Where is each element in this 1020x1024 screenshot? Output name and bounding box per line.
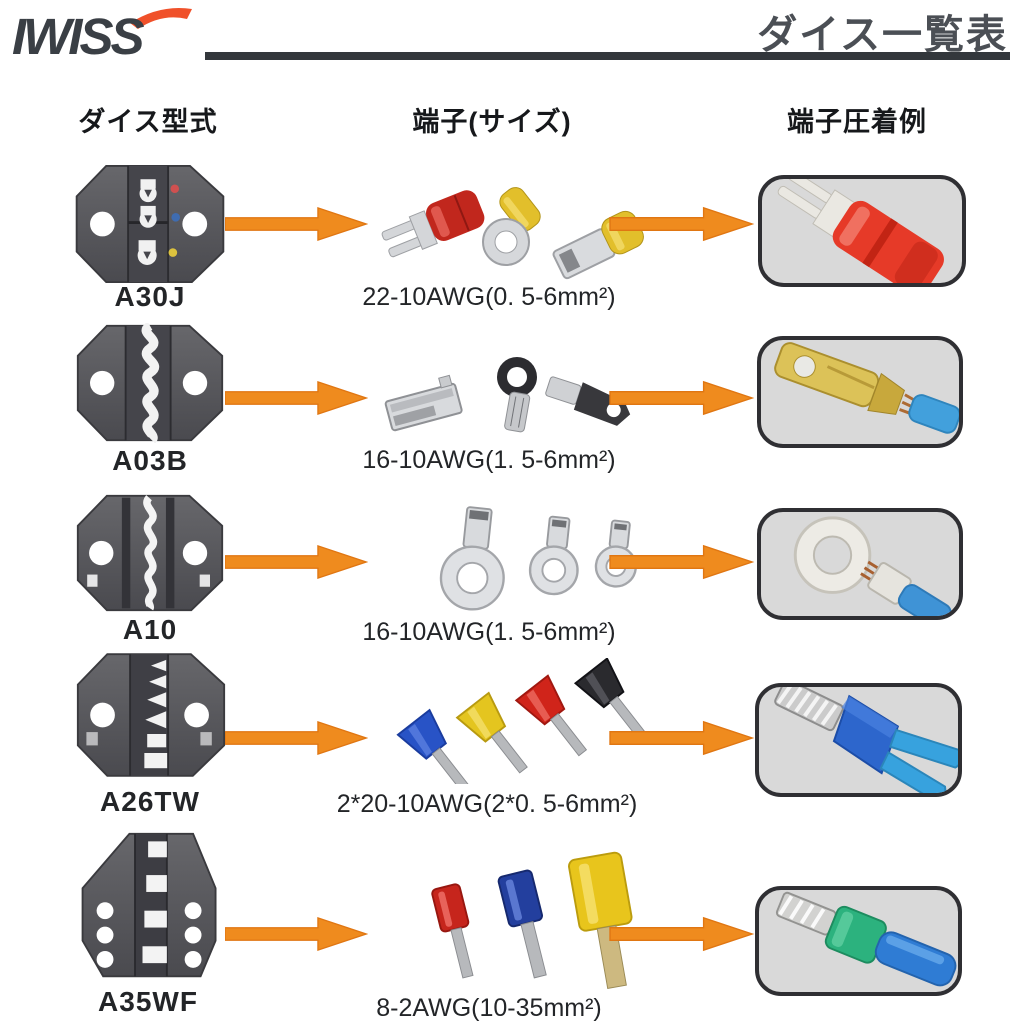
terminal-image-row2 <box>384 357 631 433</box>
example-image-row1 <box>777 179 944 283</box>
die-image-a10 <box>76 494 224 612</box>
terminal-image-row4 <box>396 658 647 784</box>
size-label: 16-10AWG(1. 5-6mm²) <box>362 618 616 646</box>
arrow-icon <box>609 916 755 952</box>
arrow-icon <box>225 916 368 952</box>
example-image-row4 <box>774 687 958 793</box>
size-label: 16-10AWG(1. 5-6mm²) <box>362 446 616 474</box>
die-label: A30J <box>114 281 186 312</box>
arrow-icon <box>225 720 368 756</box>
example-box <box>755 886 962 996</box>
column-header-crimp-example: 端子圧着例 <box>787 107 927 137</box>
die-label: A03B <box>112 445 188 476</box>
arrow-icon <box>609 720 755 756</box>
iwiss-logo: IWISS <box>12 7 192 65</box>
terminal-image-row3 <box>439 506 638 611</box>
size-label: 22-10AWG(0. 5-6mm²) <box>362 283 616 311</box>
example-image-row5 <box>775 891 957 987</box>
header-rule <box>205 52 1010 60</box>
die-image-a26tw <box>76 653 226 777</box>
terminal-image-row5 <box>431 851 633 989</box>
die-label: A35WF <box>98 986 198 1017</box>
die-image-a03b <box>76 323 224 443</box>
die-image-a30j <box>75 164 225 284</box>
arrow-icon <box>609 380 755 416</box>
arrow-icon <box>609 206 755 242</box>
arrow-icon <box>225 206 368 242</box>
example-image-row3 <box>793 516 952 616</box>
size-label: 8-2AWG(10-35mm²) <box>376 994 602 1022</box>
example-box <box>758 175 966 287</box>
example-box <box>755 683 962 797</box>
die-image-a35wf <box>81 832 217 978</box>
page-title: ダイス一覧表 <box>757 13 1008 57</box>
arrow-icon <box>225 380 368 416</box>
size-label: 2*20-10AWG(2*0. 5-6mm²) <box>336 790 638 818</box>
example-box <box>757 336 963 448</box>
logo-swoosh-icon <box>130 7 192 30</box>
die-label: A10 <box>122 614 178 645</box>
example-image-row2 <box>774 342 959 434</box>
column-header-die-type: ダイス型式 <box>78 107 218 137</box>
arrow-icon <box>225 544 368 580</box>
example-box <box>757 508 963 620</box>
logo-text: IWISS <box>12 8 144 65</box>
column-header-terminal-size: 端子(サイズ) <box>412 107 572 137</box>
arrow-icon <box>609 544 755 580</box>
terminal-image-row1 <box>381 187 644 280</box>
die-label: A26TW <box>100 786 200 817</box>
